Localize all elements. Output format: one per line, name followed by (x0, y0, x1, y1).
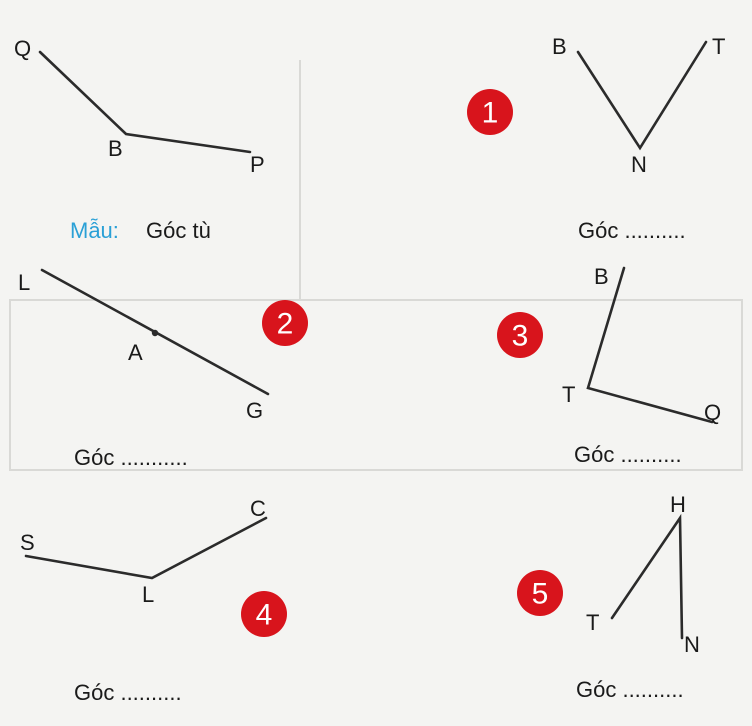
angle-1: B N T 1 Góc .......... (467, 34, 725, 243)
badge-number-2: 2 (277, 308, 294, 341)
badge-number-4: 4 (256, 599, 273, 632)
point-c-label: C (250, 496, 266, 521)
point-l-label: L (142, 582, 154, 607)
point-h-label: H (670, 492, 686, 517)
badge-number-1: 1 (482, 97, 499, 130)
point-b-label: B (552, 34, 567, 59)
point-s-label: S (20, 530, 35, 555)
angle-5: H T N 5 Góc .......... (517, 492, 700, 702)
point-n-label: N (684, 632, 700, 657)
angle-qbp-rays (38, 50, 252, 154)
badge-number-3: 3 (512, 320, 529, 353)
point-g-label: G (246, 398, 263, 423)
point-q-label: Q (14, 36, 31, 61)
angle-2: L A G 2 Góc ........... (18, 268, 308, 470)
angle-4-caption: Góc .......... (74, 680, 182, 705)
angle-slc-rays (24, 516, 268, 580)
example-answer: Góc tù (146, 218, 211, 243)
badge-number-5: 5 (532, 578, 549, 611)
point-l-label: L (18, 270, 30, 295)
point-b-label: B (594, 264, 609, 289)
background-bleed (9, 60, 743, 471)
point-t-label: T (712, 34, 725, 59)
angle-1-caption: Góc .......... (578, 218, 686, 243)
point-t-label: T (586, 610, 599, 635)
example-prefix: Mẫu: (70, 218, 119, 243)
number-badge-4 (241, 591, 287, 637)
angle-htn-rays (610, 513, 684, 640)
angle-2-caption: Góc ........... (74, 445, 188, 470)
number-badge-3 (497, 312, 543, 358)
point-a-dot (151, 329, 159, 337)
angle-5-caption: Góc .......... (576, 677, 684, 702)
example-angle: Q B P (14, 36, 265, 177)
angle-3: B T Q 3 Góc .......... (497, 264, 721, 467)
point-q-label: Q (704, 400, 721, 425)
point-p-label: P (250, 152, 265, 177)
number-badge-1 (467, 89, 513, 135)
point-t-label: T (562, 382, 575, 407)
example-caption: Mẫu: Góc tù (70, 218, 211, 243)
point-b-label: B (108, 136, 123, 161)
point-n-label: N (631, 152, 647, 177)
angle-btq-rays (586, 266, 714, 424)
point-a-label: A (128, 340, 143, 365)
angle-bnt-rays (576, 40, 708, 151)
angle-4: S L C 4 Góc .......... (20, 496, 287, 705)
number-badge-2 (262, 300, 308, 346)
angle-3-caption: Góc .......... (574, 442, 682, 467)
number-badge-5 (517, 570, 563, 616)
